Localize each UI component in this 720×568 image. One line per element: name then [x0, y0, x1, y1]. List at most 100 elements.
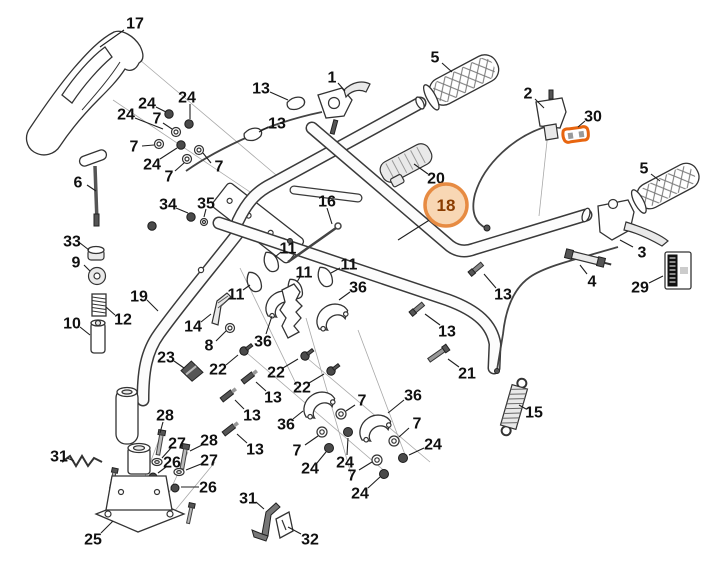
callout-13[interactable]: 13 — [483, 273, 512, 304]
part-4-cable-adjuster — [563, 248, 612, 268]
callout-6[interactable]: 6 — [74, 175, 97, 192]
callout-28[interactable]: 28 — [189, 433, 218, 452]
callout-24[interactable]: 24 — [143, 147, 178, 174]
callout-11[interactable]: 11 — [228, 284, 251, 304]
callout-15[interactable]: 15 — [518, 404, 543, 422]
callout-12[interactable]: 12 — [105, 306, 132, 329]
callout-24[interactable]: 24 — [138, 96, 167, 113]
callout-26[interactable]: 26 — [181, 480, 217, 497]
svg-text:29: 29 — [631, 280, 649, 297]
callout-24[interactable]: 24 — [351, 476, 381, 503]
callout-11[interactable]: 11 — [330, 257, 358, 274]
svg-text:32: 32 — [301, 532, 319, 549]
svg-text:28: 28 — [200, 433, 218, 450]
callout-16[interactable]: 16 — [318, 194, 336, 225]
callout-22[interactable]: 22 — [293, 373, 325, 397]
callout-2[interactable]: 2 — [524, 86, 545, 109]
callout-13[interactable]: 13 — [252, 81, 289, 101]
callout-25[interactable]: 25 — [84, 520, 114, 549]
svg-text:25: 25 — [84, 532, 102, 549]
svg-text:31: 31 — [50, 449, 68, 466]
callout-11[interactable]: 11 — [296, 265, 313, 283]
callout-22[interactable]: 22 — [267, 358, 299, 382]
callout-8[interactable]: 8 — [205, 330, 227, 355]
callout-13[interactable]: 13 — [236, 433, 264, 459]
callout-36[interactable]: 36 — [254, 315, 273, 351]
callout-19[interactable]: 19 — [130, 289, 159, 312]
callout-13[interactable]: 13 — [258, 116, 286, 133]
callout-24[interactable]: 24 — [408, 437, 442, 456]
callout-14[interactable]: 14 — [184, 313, 212, 336]
part-19-lower-handlebar — [115, 208, 259, 445]
callout-27[interactable]: 27 — [161, 436, 186, 459]
callout-33[interactable]: 33 — [63, 234, 90, 251]
callout-28[interactable]: 28 — [156, 408, 174, 434]
svg-text:26: 26 — [199, 480, 217, 497]
badge-circle[interactable] — [423, 182, 469, 228]
svg-text:24: 24 — [178, 90, 196, 107]
svg-text:36: 36 — [254, 334, 272, 351]
callout-7[interactable]: 7 — [348, 461, 373, 485]
part-30-clip[interactable] — [561, 125, 590, 144]
callout-24[interactable]: 24 — [301, 451, 327, 478]
part-29-spec-label — [664, 251, 692, 290]
svg-text:24: 24 — [336, 455, 354, 472]
svg-text:16: 16 — [318, 194, 336, 211]
part-11-buffers — [246, 251, 334, 300]
callout-4[interactable]: 4 — [579, 264, 597, 291]
svg-text:5: 5 — [431, 50, 440, 67]
callout-27[interactable]: 27 — [185, 453, 218, 471]
part-25-base-mount — [94, 442, 186, 533]
callout-35[interactable]: 35 — [197, 196, 215, 218]
part-23-plug — [180, 360, 204, 382]
callout-5[interactable]: 5 — [640, 161, 661, 182]
svg-text:30: 30 — [584, 109, 602, 126]
svg-text:13: 13 — [494, 287, 512, 304]
callout-7[interactable]: 7 — [202, 152, 224, 176]
callout-29[interactable]: 29 — [631, 275, 664, 297]
callout-1[interactable]: 1 — [328, 70, 346, 92]
callout-7[interactable]: 7 — [345, 393, 367, 412]
callout-11[interactable]: 11 — [274, 241, 297, 258]
callout-7[interactable]: 7 — [153, 111, 173, 130]
svg-text:19: 19 — [130, 289, 148, 306]
callout-23[interactable]: 23 — [157, 350, 185, 369]
callout-24[interactable]: 24 — [117, 107, 164, 130]
callout-9[interactable]: 9 — [72, 255, 91, 272]
callout-36[interactable]: 36 — [277, 410, 304, 434]
svg-text:9: 9 — [72, 255, 81, 272]
callout-10[interactable]: 10 — [63, 316, 91, 336]
callout-7[interactable]: 7 — [293, 435, 319, 460]
svg-text:7: 7 — [165, 169, 174, 186]
callout-36[interactable]: 36 — [387, 388, 422, 414]
callout-13[interactable]: 13 — [234, 399, 261, 425]
callout-21[interactable]: 21 — [447, 358, 476, 383]
callout-24[interactable]: 24 — [336, 437, 354, 472]
callout-24[interactable]: 24 — [178, 90, 196, 119]
selected-part-badge[interactable]: 18 — [397, 182, 469, 241]
callout-13[interactable]: 13 — [255, 381, 282, 407]
callout-30[interactable]: 30 — [577, 109, 602, 128]
svg-text:33: 33 — [63, 234, 81, 251]
callout-22[interactable]: 22 — [209, 354, 239, 379]
svg-text:26: 26 — [163, 455, 181, 472]
callout-5[interactable]: 5 — [431, 50, 453, 73]
callout-3[interactable]: 3 — [619, 239, 647, 262]
callout-34[interactable]: 34 — [159, 197, 189, 214]
callout-31[interactable]: 31 — [50, 449, 75, 466]
callout-7[interactable]: 7 — [130, 139, 155, 156]
callout-36[interactable]: 36 — [338, 280, 367, 301]
callout-32[interactable]: 32 — [287, 526, 319, 549]
callout-26[interactable]: 26 — [157, 455, 181, 474]
callout-7[interactable]: 7 — [398, 416, 422, 438]
callout-31[interactable]: 31 — [239, 491, 265, 510]
svg-text:24: 24 — [117, 107, 135, 124]
svg-text:14: 14 — [184, 319, 202, 336]
svg-text:31: 31 — [239, 491, 257, 508]
part-9-knob-nut — [87, 266, 107, 286]
callout-17[interactable]: 17 — [99, 16, 144, 48]
part-20-grip-sleeve — [379, 143, 433, 188]
part-15-spring — [499, 377, 529, 437]
callout-7[interactable]: 7 — [165, 162, 185, 186]
callout-13[interactable]: 13 — [424, 313, 456, 341]
